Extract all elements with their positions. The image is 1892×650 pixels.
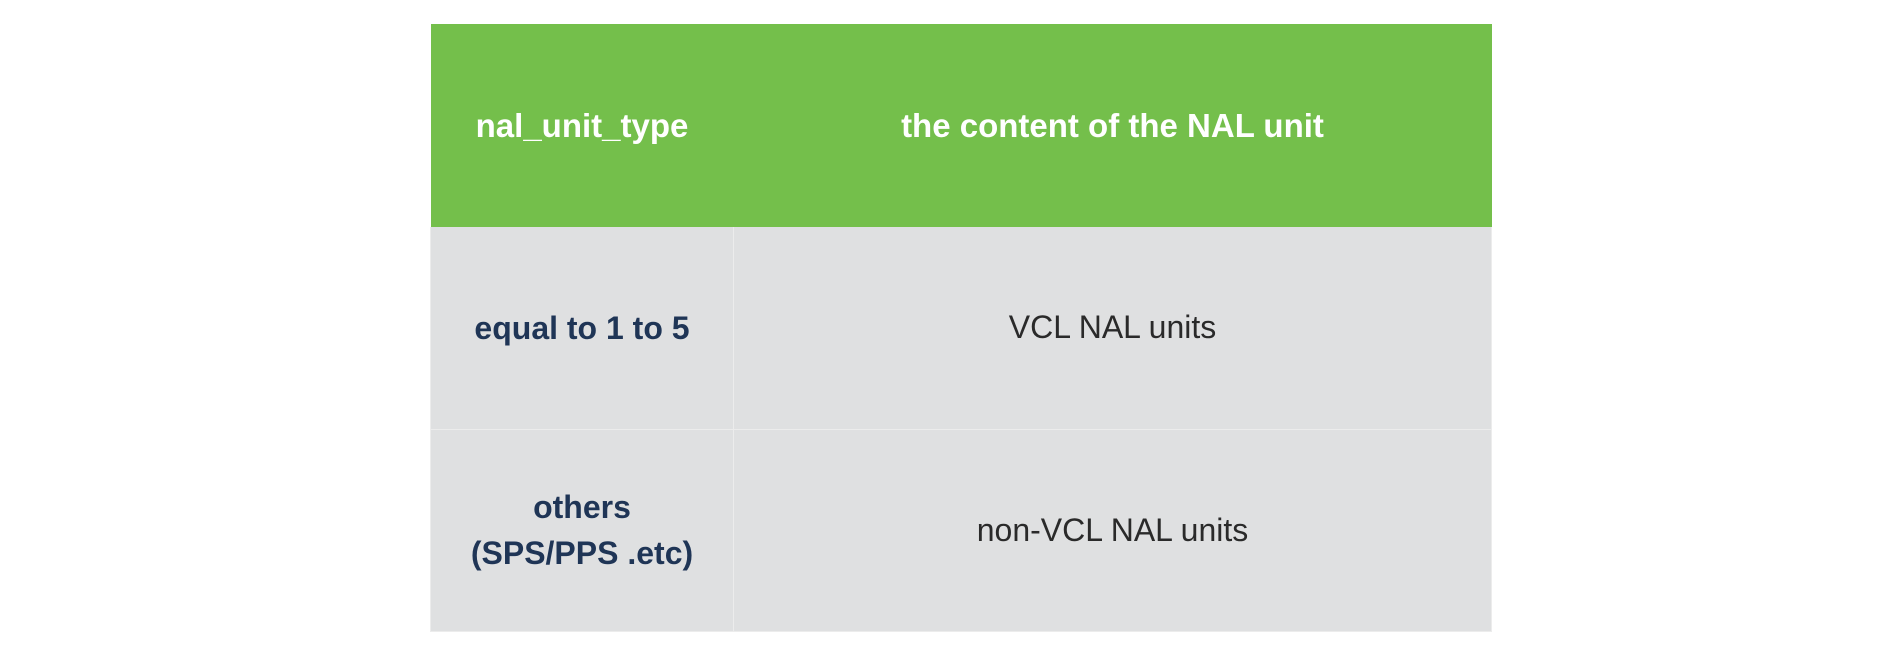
- row-type-label: equal to 1 to 5: [474, 309, 690, 346]
- row-type-label: others: [533, 489, 631, 525]
- table-header-row: nal_unit_type the content of the NAL uni…: [430, 24, 1492, 227]
- row-type-cell: equal to 1 to 5: [430, 227, 734, 430]
- row-content-cell: non-VCL NAL units: [733, 428, 1492, 632]
- table-row: others (SPS/PPS .etc) non-VCL NAL units: [430, 428, 1492, 632]
- header-nal-unit-content: the content of the NAL unit: [733, 24, 1492, 227]
- table-row: equal to 1 to 5 VCL NAL units: [430, 227, 1492, 430]
- row-type-cell: others (SPS/PPS .etc): [430, 428, 734, 632]
- header-nal-unit-type: nal_unit_type: [430, 24, 734, 227]
- row-type-sublabel: (SPS/PPS .etc): [470, 535, 694, 571]
- nal-unit-type-table: nal_unit_type the content of the NAL uni…: [430, 24, 1492, 632]
- row-content-cell: VCL NAL units: [733, 227, 1492, 430]
